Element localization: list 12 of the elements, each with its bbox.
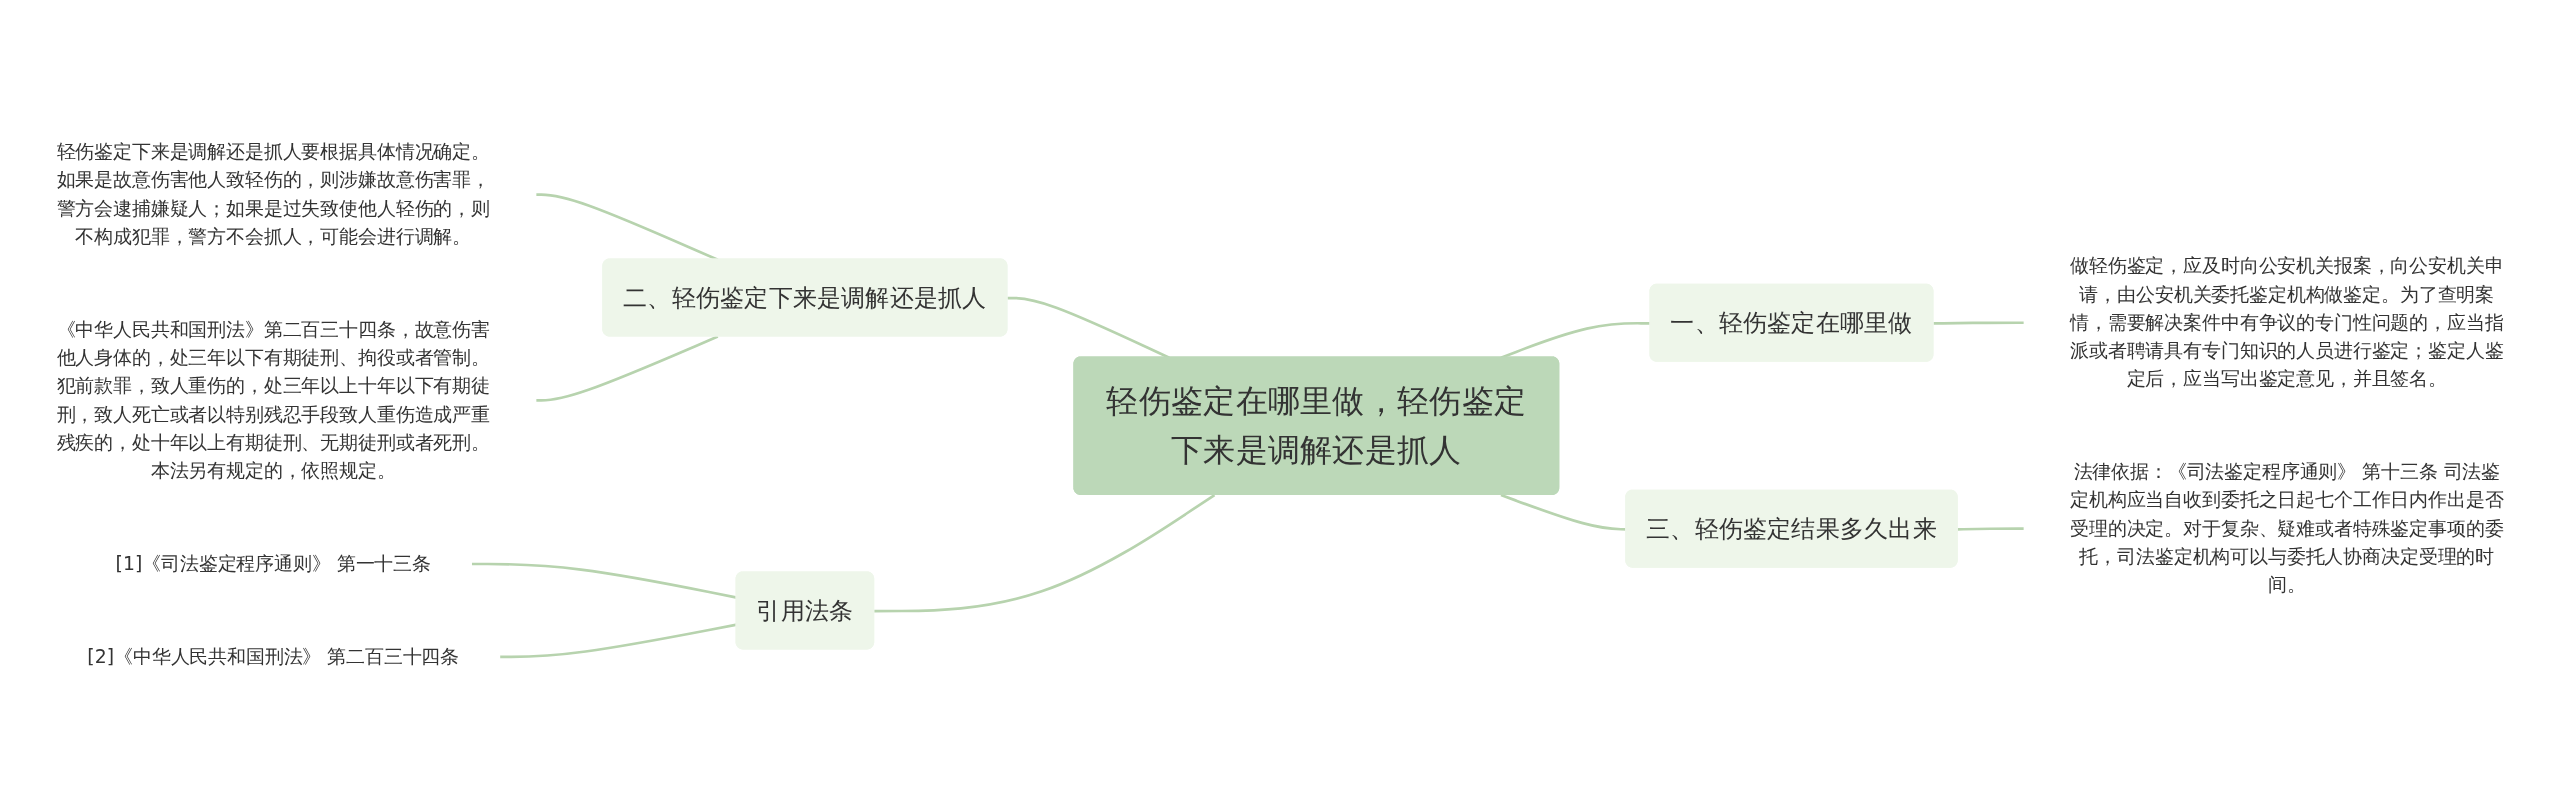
node-text: [2]《中华人民共和国刑法》 第二百三十四条	[87, 645, 460, 667]
node-text: 轻伤鉴定下来是调解还是抓人要根据具体情况确定。如果是故意伤害他人致轻伤的，则涉嫌故意伤害罪，警方会逮捕嫌疑人；如果是过失致使他人轻伤的，则不构成犯罪，警方不会抓人，可能会进行调解。	[56, 140, 490, 248]
node-text: [1]《司法鉴定程序通则》 第一十三条	[115, 552, 431, 575]
node-text: 做轻伤鉴定，应及时向公安机关报案，向公安机关申请，由公安机关委托鉴定机构做鉴定。为了查明案情，需要解决案件中有争议的专门性问题的，应当指派或者聘请具有专门知识的人员进行鉴定；鉴定人鉴定后，应当写出鉴定意见，并且签名。	[2070, 254, 2504, 390]
connector	[1957, 527, 2025, 531]
connector	[1007, 296, 1170, 359]
connector	[874, 493, 1216, 613]
node-text: 法律依据：《司法鉴定程序通则》 第十三条 司法鉴定机构应当自收到委托之日起七个工作日内作出是否受理的决定。对于复杂、疑难或者特殊鉴定事项的委托，司法鉴定机构可以与委托人协商决定受理的时间。	[2070, 460, 2504, 596]
node-text: 《中华人民共和国刑法》第二百三十四条，故意伤害他人身体的，处三年以下有期徒刑、拘役或者管制。犯前款罪，致人重伤的，处三年以上十年以下有期徒刑，致人死亡或者以特别残忍手段致人重伤造成严重残疾的，处十年以上有期徒刑、无期徒刑或者死刑。本法另有规定的，依照规定。	[56, 318, 490, 482]
connector	[1500, 321, 1651, 359]
connector	[535, 335, 719, 402]
connector	[1933, 321, 2025, 325]
